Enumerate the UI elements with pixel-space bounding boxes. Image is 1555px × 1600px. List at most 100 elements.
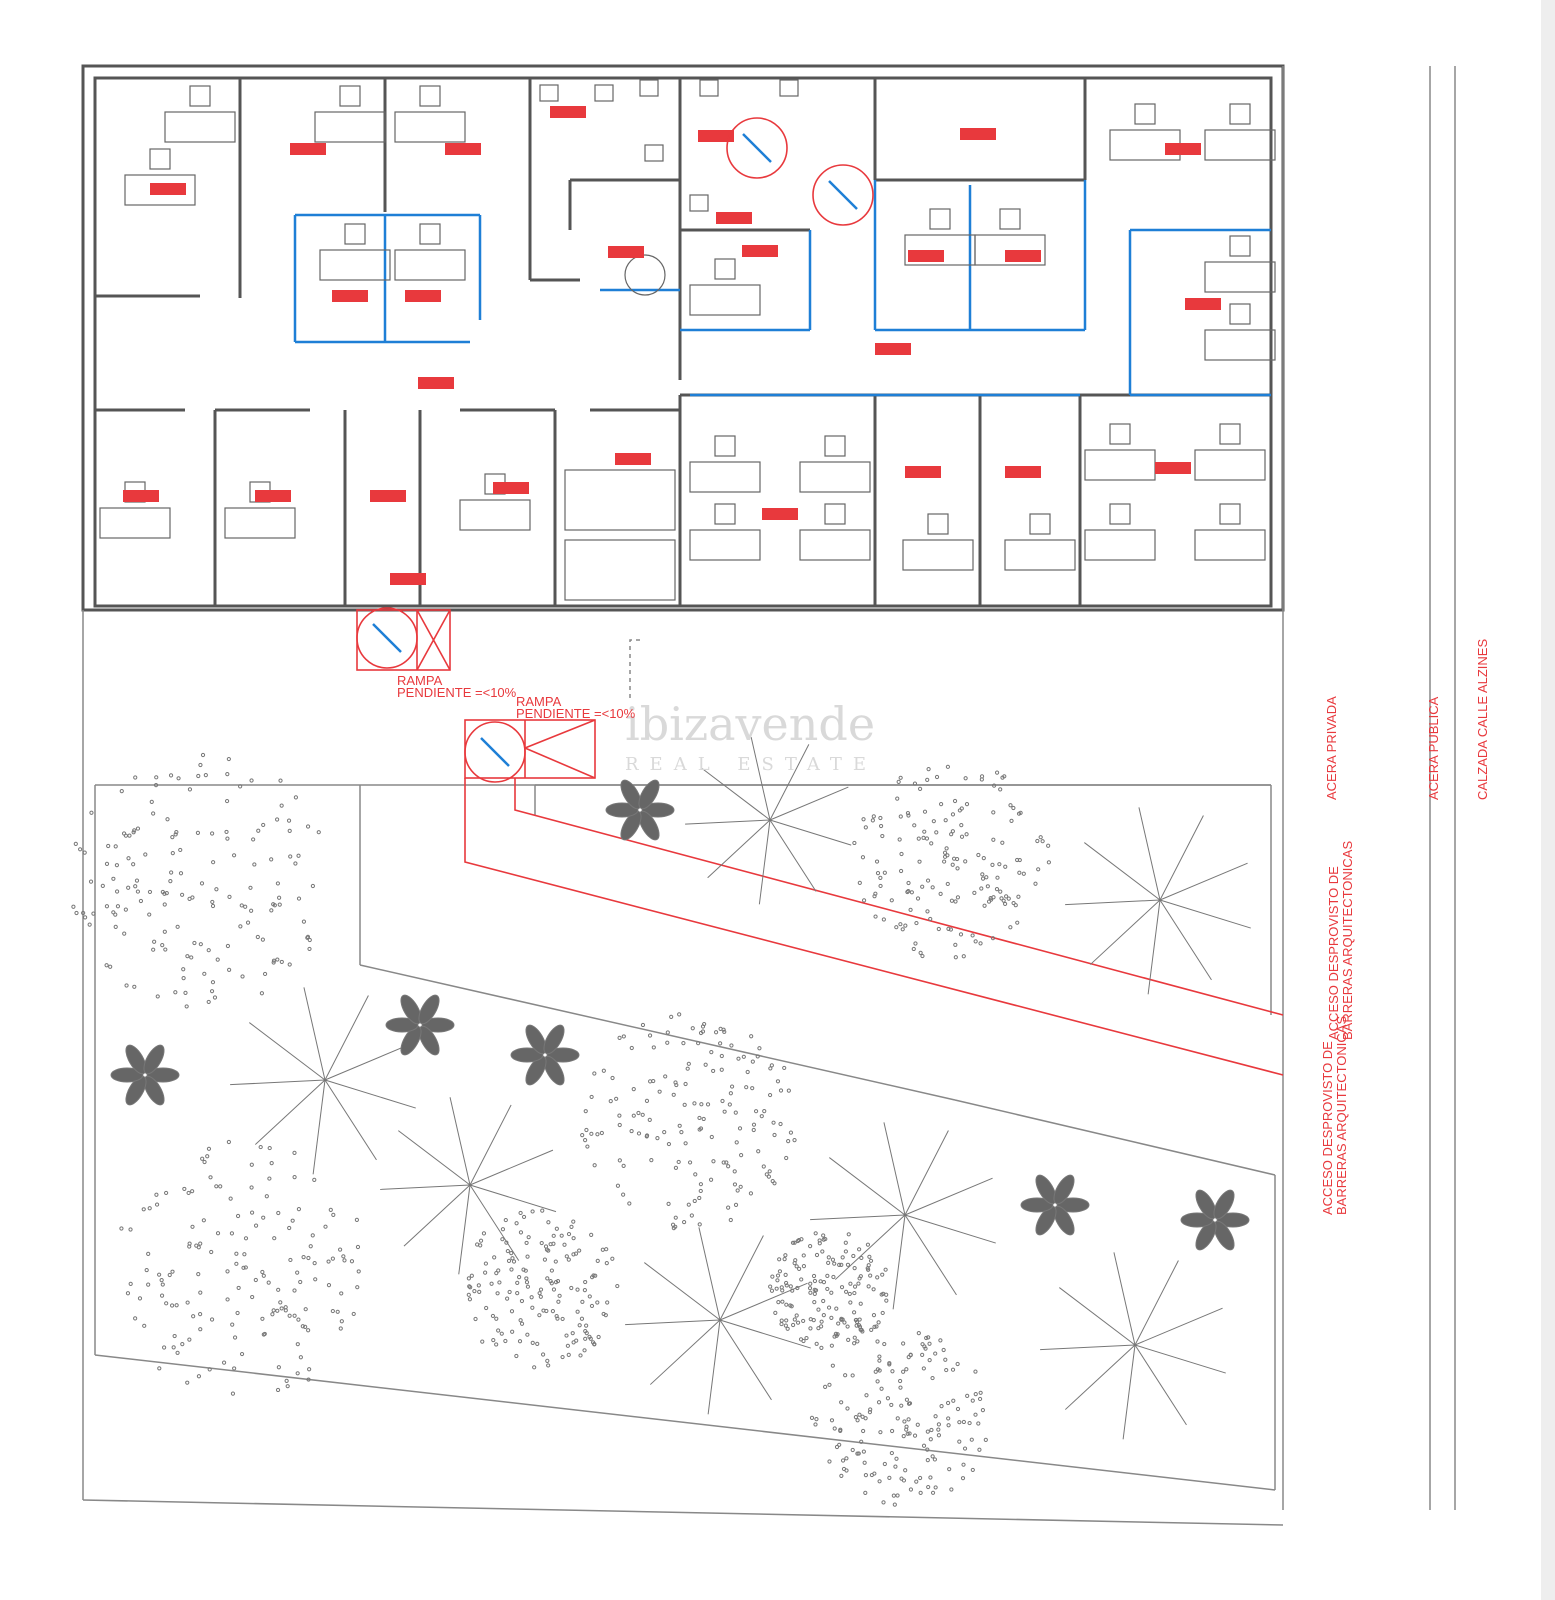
- shrub-dot: [240, 974, 245, 979]
- shrub-dot: [955, 895, 961, 900]
- shrub-dot: [560, 1316, 565, 1322]
- shrub-dot: [767, 1169, 772, 1174]
- shrub-dot: [881, 917, 886, 922]
- shrub-dot: [159, 1293, 165, 1298]
- shrub-dot: [261, 1273, 266, 1278]
- palm-frond: [458, 1184, 471, 1275]
- palm-frond: [1159, 899, 1251, 929]
- room-tag: [290, 143, 326, 155]
- shrub-dot: [292, 1150, 297, 1156]
- shrub-dot: [1040, 839, 1045, 844]
- shrub-dot: [834, 1444, 840, 1450]
- chair: [1029, 513, 1051, 535]
- sanitary-fixture: [699, 79, 719, 97]
- shrub-dot: [113, 924, 118, 929]
- shrub-dot: [790, 1240, 796, 1245]
- shrub-dot: [245, 920, 251, 925]
- shrub-dot: [210, 831, 215, 836]
- chair: [1219, 503, 1241, 525]
- shrub-dot: [640, 1112, 645, 1117]
- shrub-dot: [196, 773, 201, 779]
- shrub-dot: [83, 915, 88, 920]
- shrub-dot: [575, 1309, 580, 1314]
- shrub-dot: [901, 1478, 907, 1483]
- shrub-dot: [976, 852, 981, 858]
- shrub-dot: [469, 1273, 474, 1278]
- fixture-round: [624, 254, 666, 296]
- shrub-dot: [1035, 838, 1040, 844]
- palm-frond: [698, 1227, 721, 1321]
- shrub-dot: [917, 786, 923, 792]
- shrub-dot: [751, 1127, 756, 1133]
- shrub-dot: [306, 1328, 311, 1333]
- shrub-dot: [276, 1210, 281, 1216]
- access-path-line: [464, 778, 1284, 1076]
- palm-frond: [758, 819, 771, 905]
- shrub-dot: [270, 1312, 275, 1317]
- shrub-dot: [861, 817, 866, 822]
- building-inner-outline: [93, 76, 1273, 608]
- desk: [1004, 539, 1076, 571]
- door-swing: [742, 133, 772, 163]
- shrub-dot: [963, 859, 968, 864]
- shrub-dot: [178, 847, 183, 853]
- shrub-dot: [936, 1433, 942, 1438]
- palm-frond: [892, 1214, 906, 1310]
- shrub-dot: [153, 783, 159, 788]
- shrub-dot: [821, 1298, 826, 1304]
- shrub-dot: [925, 1447, 930, 1452]
- shrub-dot: [869, 1327, 874, 1332]
- shrub-dot: [804, 1335, 809, 1341]
- shrub-dot: [673, 1165, 679, 1170]
- shrub-dot: [770, 1274, 775, 1279]
- chair: [824, 503, 846, 525]
- shrub-dot: [208, 1175, 213, 1180]
- palm-frond: [769, 819, 852, 846]
- ramp-2-outline: [464, 719, 596, 779]
- shrub-dot: [873, 914, 878, 919]
- room-tag: [960, 128, 996, 140]
- sanitary-fixture: [539, 84, 559, 102]
- shrub-dot: [741, 1054, 746, 1059]
- shrub-dot: [812, 1291, 817, 1296]
- shrub-dot: [784, 1283, 789, 1288]
- shrub-dot: [663, 1074, 668, 1079]
- shrub-dot: [644, 1098, 650, 1104]
- shrub-dot: [837, 1262, 842, 1267]
- small-palm-leaf: [110, 1067, 144, 1083]
- shrub-dot: [685, 1066, 690, 1071]
- shrub-dot: [569, 1285, 574, 1291]
- shrub-dot: [949, 1487, 954, 1492]
- shrub-dot: [331, 1212, 336, 1217]
- shrub-dot: [978, 1390, 983, 1395]
- shrub-dot: [228, 1196, 233, 1201]
- shrub-dot: [911, 946, 916, 952]
- chair: [344, 223, 366, 245]
- shrub-dot: [198, 1312, 203, 1317]
- palm-frond: [1147, 899, 1161, 995]
- shrub-dot: [750, 1086, 755, 1091]
- shrub-dot: [994, 886, 1000, 892]
- shrub-dot: [300, 1324, 305, 1329]
- shrub-dot: [836, 1321, 841, 1326]
- shrub-dot: [580, 1299, 585, 1304]
- shrub-dot: [532, 1365, 537, 1370]
- shrub-dot: [544, 1247, 550, 1252]
- shrub-dot: [881, 1500, 886, 1505]
- shrub-dot: [1017, 857, 1022, 863]
- shrub-dot: [928, 1475, 933, 1480]
- shrub-dot: [986, 899, 992, 904]
- shrub-dot: [852, 840, 857, 846]
- room-tag: [908, 250, 944, 262]
- turning-circle: [726, 117, 788, 179]
- shrub-dot: [792, 1317, 797, 1322]
- shrub-dot: [665, 1030, 670, 1035]
- shrub-dot: [679, 1130, 684, 1135]
- shrub-dot: [157, 1272, 162, 1277]
- shrub-dot: [287, 1225, 292, 1231]
- shrub-dot: [595, 1132, 600, 1137]
- shrub-dot: [812, 1278, 818, 1284]
- shrub-dot: [771, 1120, 776, 1125]
- shrub-dot: [925, 1458, 930, 1463]
- shrub-dot: [475, 1242, 480, 1247]
